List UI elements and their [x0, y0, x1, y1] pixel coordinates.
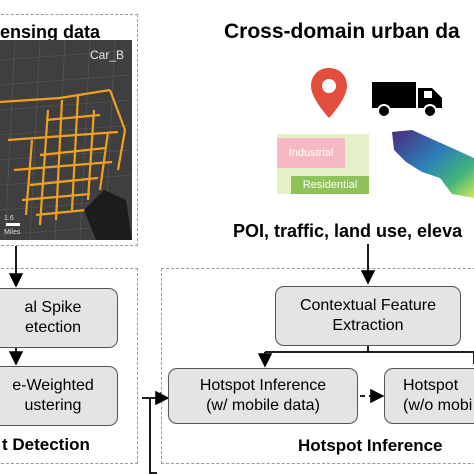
- landuse-map: Industrial Residential: [277, 134, 369, 194]
- contextual-feature-label: Contextual Feature Extraction: [299, 297, 437, 334]
- hotspot-nomobile-label: Hotspot (w/o mobi: [403, 377, 473, 414]
- route-map-graphic: [0, 40, 132, 240]
- sensing-title: ensing data: [0, 22, 101, 42]
- hotspot-nomobile-box[interactable]: Hotspot (w/o mobi: [384, 368, 474, 424]
- sensing-panel: [0, 14, 138, 246]
- detection-title: t Detection: [2, 435, 90, 454]
- route-map: Car_B 1.6 Miles: [0, 40, 132, 240]
- inference-title: Hotspot Inference: [298, 436, 443, 455]
- landuse-residential: Residential: [291, 176, 369, 194]
- hotspot-mobile-box[interactable]: Hotspot Inference (w/ mobile data): [168, 368, 358, 424]
- urban-title: Cross-domain urban da: [224, 20, 460, 43]
- landuse-industrial-label: Industrial: [288, 147, 334, 159]
- truck-icon: [372, 82, 442, 118]
- elevation-map: [392, 130, 474, 198]
- map-scale-value: 1.6: [4, 215, 14, 222]
- spike-detection-box[interactable]: al Spike etection: [0, 288, 118, 348]
- weighted-clustering-box[interactable]: e-Weighted ustering: [0, 366, 118, 426]
- spike-detection-label: al Spike etection: [24, 299, 82, 336]
- location-pin-icon: [311, 68, 347, 118]
- features-caption: POI, traffic, land use, eleva: [233, 221, 463, 241]
- detection-panel: [0, 268, 138, 464]
- landuse-industrial: Industrial: [277, 138, 345, 168]
- inference-panel: [161, 268, 474, 464]
- weighted-clustering-label: e-Weighted ustering: [12, 377, 94, 414]
- hotspot-mobile-label: Hotspot Inference (w/ mobile data): [199, 377, 327, 414]
- map-scale-unit: Miles: [4, 229, 21, 236]
- landuse-residential-label: Residential: [302, 179, 358, 191]
- contextual-feature-box[interactable]: Contextual Feature Extraction: [275, 286, 461, 346]
- map-label: Car_B: [89, 48, 124, 62]
